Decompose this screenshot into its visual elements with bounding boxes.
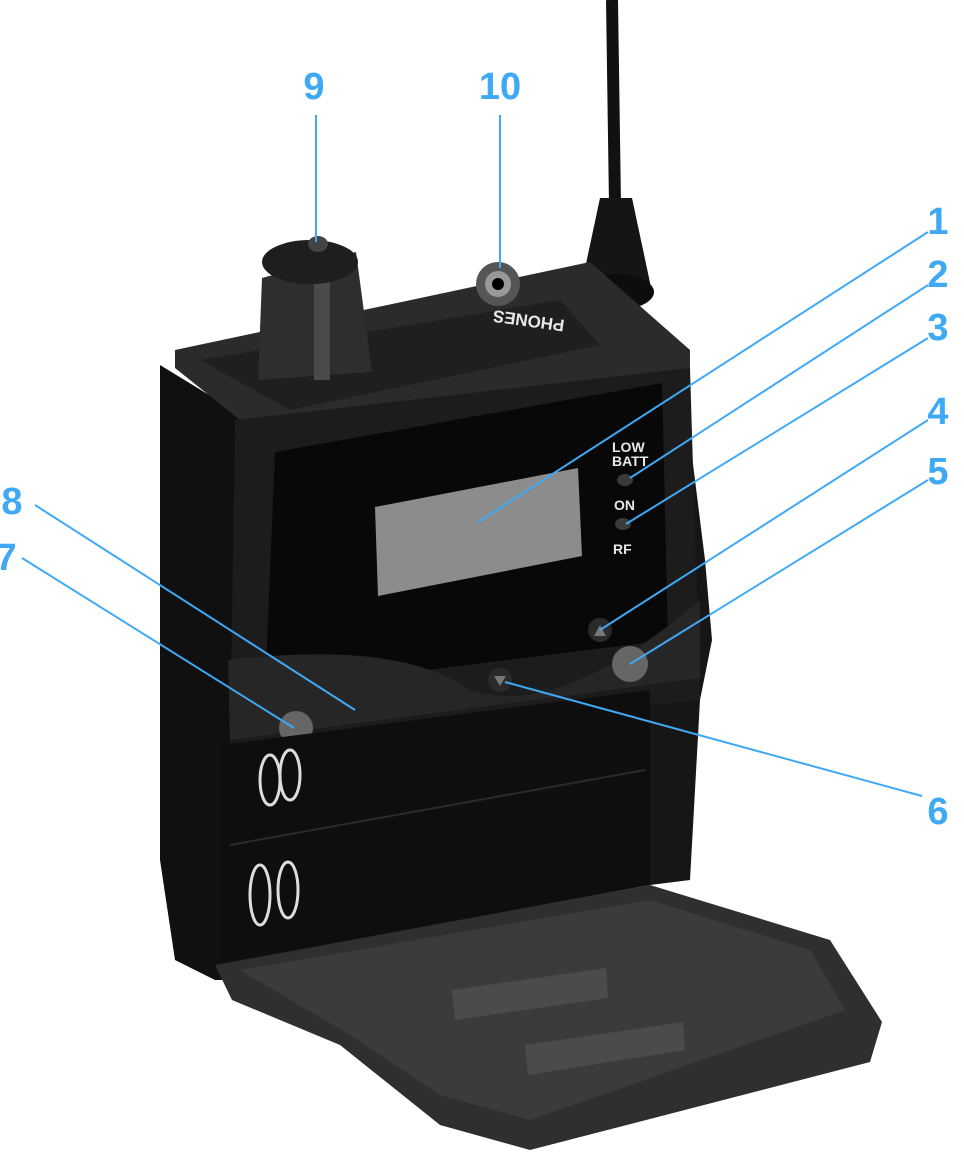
low-batt-label-1: LOW [612, 439, 645, 455]
rf-led [615, 518, 631, 530]
battery-compartment [220, 690, 650, 965]
callout-9: 9 [303, 66, 324, 108]
display [375, 468, 582, 596]
callout-2: 2 [927, 254, 948, 296]
callout-7: 7 [0, 537, 17, 579]
callout-10: 10 [479, 66, 521, 108]
low-batt-led [617, 474, 633, 486]
callout-5: 5 [927, 451, 948, 493]
callout-1: 1 [927, 201, 948, 243]
callout-6: 6 [927, 791, 948, 833]
rf-label: RF [613, 541, 632, 557]
callout-3: 3 [927, 307, 948, 349]
antenna-base [580, 198, 652, 292]
battery-springs [248, 748, 302, 927]
callout-8: 8 [1, 481, 22, 523]
leader-lines [21, 115, 929, 797]
callout-4: 4 [927, 391, 948, 433]
low-batt-label-2: BATT [612, 453, 649, 469]
antenna [606, 0, 621, 206]
on-label: ON [614, 497, 635, 513]
